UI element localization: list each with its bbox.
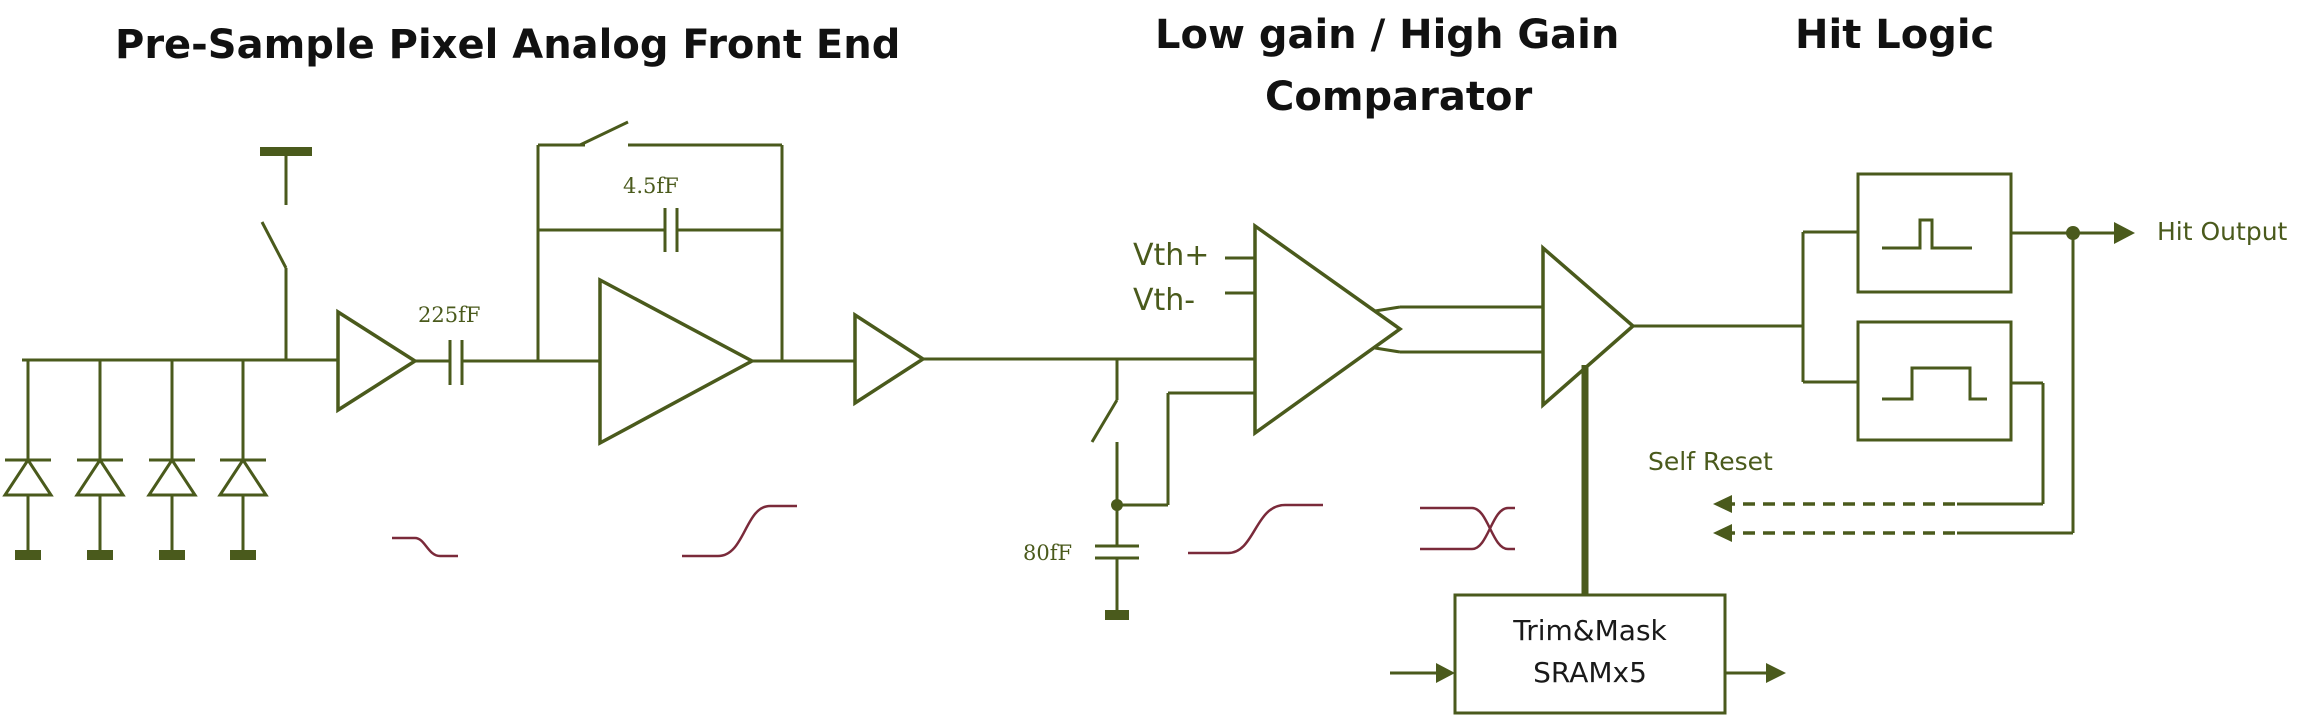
waveform-sampled bbox=[1188, 503, 1323, 555]
sram-input-arrow bbox=[1436, 663, 1455, 683]
sram-block: Trim&Mask SRAMx5 bbox=[1390, 593, 1786, 715]
title-comparator-line1: Low gain / High Gain bbox=[1155, 12, 1619, 58]
self-reset-label: Self Reset bbox=[1648, 447, 1773, 476]
photodiode-array bbox=[2, 358, 338, 560]
hit-logic bbox=[1801, 172, 2135, 533]
one-shot-output-block bbox=[1856, 172, 2013, 294]
title-front-end: Pre-Sample Pixel Analog Front End bbox=[115, 22, 900, 68]
title-comparator-line2: Comparator bbox=[1265, 74, 1532, 120]
waveform-amp-output bbox=[682, 504, 797, 558]
long-pulse-icon bbox=[1882, 366, 1987, 401]
sample-switch bbox=[1090, 359, 1255, 546]
photodiode-4 bbox=[217, 360, 269, 560]
photodiode-1 bbox=[2, 360, 54, 560]
vth-plus-label: Vth+ bbox=[1133, 238, 1209, 273]
sample-capacitor bbox=[1095, 544, 1139, 620]
waveform-input-step bbox=[392, 536, 458, 558]
coupling-capacitor bbox=[448, 340, 464, 385]
sram-output-arrow bbox=[1766, 663, 1786, 683]
short-pulse-icon bbox=[1882, 218, 1972, 250]
charge-amplifier bbox=[598, 277, 756, 446]
feedback-network bbox=[536, 120, 784, 361]
one-shot-reset-block bbox=[1856, 320, 2013, 442]
differential-outputs bbox=[1374, 305, 1543, 354]
photodiode-3 bbox=[146, 360, 198, 560]
sram-label-line2: SRAMx5 bbox=[1533, 656, 1647, 689]
cap-feedback-label: 4.5fF bbox=[623, 174, 679, 198]
feedback-switch bbox=[579, 120, 629, 147]
gain-comparator bbox=[1253, 222, 1404, 437]
reset-switch bbox=[260, 147, 312, 360]
shaper-buffer bbox=[853, 311, 927, 407]
hit-output-arrow bbox=[2114, 222, 2135, 244]
cap-80-label: 80fF bbox=[1023, 541, 1072, 565]
waveform-crossing bbox=[1420, 506, 1515, 551]
title-hit-logic: Hit Logic bbox=[1795, 12, 1994, 58]
hit-output-label: Hit Output bbox=[2157, 217, 2288, 246]
sram-label-line1: Trim&Mask bbox=[1512, 614, 1667, 647]
sram-box bbox=[1453, 593, 1727, 715]
self-reset-paths bbox=[1713, 495, 2073, 542]
input-buffer bbox=[336, 308, 419, 414]
vth-minus-label: Vth- bbox=[1133, 283, 1195, 318]
photodiode-2 bbox=[74, 360, 126, 560]
cap-225-label: 225fF bbox=[418, 303, 480, 327]
